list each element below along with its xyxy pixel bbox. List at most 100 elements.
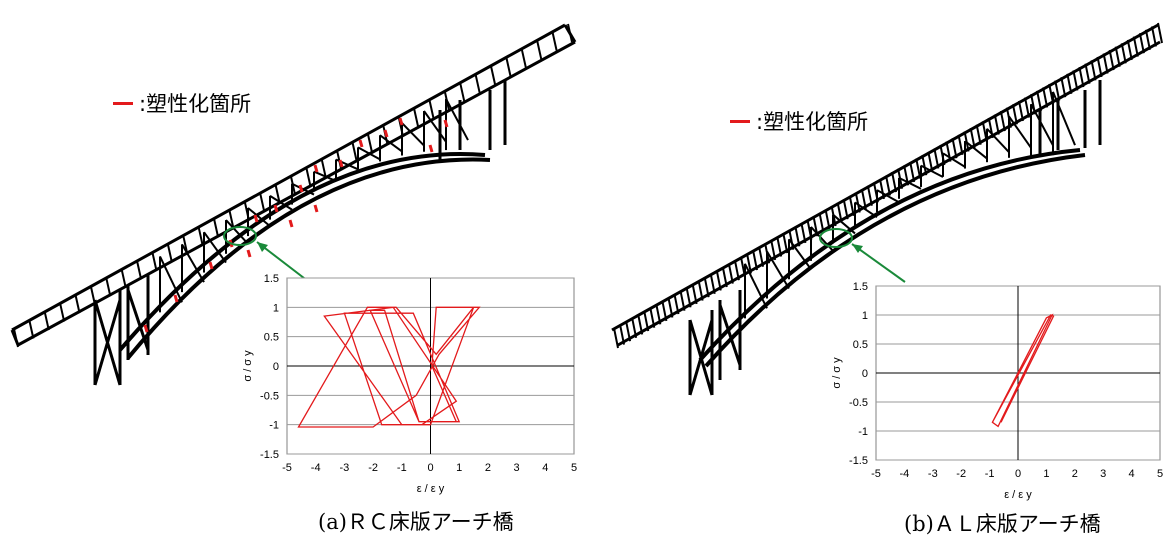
y-tick-label: 1: [862, 310, 868, 322]
deck-rib: [567, 23, 573, 43]
caption-right: (b)ＡＬ床版アーチ橋: [904, 512, 1101, 536]
x-tick-label: 3: [514, 462, 520, 474]
arch-strut: [423, 110, 447, 143]
deck-rib: [667, 297, 674, 318]
arch-strut: [291, 182, 315, 196]
plastic-mark: [383, 129, 389, 138]
y-axis-label: σ / σ y: [242, 350, 254, 382]
y-axis-label: σ / σ y: [831, 357, 843, 389]
deck-rib: [1054, 80, 1061, 101]
arch-strut: [920, 164, 944, 178]
deck-rib: [969, 127, 976, 149]
arch-strut: [247, 207, 271, 227]
deck-rib: [818, 212, 825, 233]
deck-rib: [259, 193, 266, 212]
deck-rib: [13, 328, 19, 348]
arch-strut: [964, 140, 988, 160]
x-tick-label: 2: [485, 462, 491, 474]
arch-strut: [1008, 115, 1032, 149]
arch-strut: [313, 170, 337, 182]
deck-rib: [933, 148, 940, 169]
deck-rib: [413, 108, 420, 127]
left-callout-circle: [223, 226, 257, 246]
deck-rib: [1114, 46, 1121, 67]
deck-rib: [551, 32, 558, 51]
plastic-mark: [288, 219, 294, 228]
deck-rib: [860, 188, 867, 210]
deck-rib: [758, 246, 765, 267]
left-deck-ribs: [13, 23, 573, 348]
y-tick-label: -1: [269, 420, 279, 432]
deck-rib: [655, 304, 662, 325]
arch-strut: [401, 122, 425, 147]
arch-strut: [269, 194, 293, 211]
deck-rib: [520, 49, 527, 68]
deck-rib: [1084, 63, 1091, 84]
legend-swatch-left: [113, 101, 133, 105]
deck-rib: [43, 311, 50, 331]
deck-rib: [166, 244, 173, 263]
x-tick-label: -5: [282, 462, 292, 474]
arch-strut: [766, 250, 790, 290]
x-tick-label: -2: [956, 468, 966, 480]
arch-strut: [379, 134, 403, 153]
deck-rib: [1072, 70, 1079, 91]
deck-rib: [1102, 53, 1109, 74]
caption-left: (a)ＲＣ床版アーチ橋: [318, 510, 514, 534]
deck-rib: [788, 229, 795, 250]
plastic-mark: [253, 214, 259, 223]
deck-rib: [631, 317, 638, 339]
deck-rib: [885, 175, 891, 196]
arch-strut: [1030, 103, 1054, 146]
y-tick-label: 1.5: [264, 273, 279, 285]
y-tick-label: 0.5: [853, 339, 868, 351]
deck-rib: [727, 263, 734, 284]
deck-rib: [721, 266, 728, 288]
deck-rib: [975, 124, 982, 145]
deck-rib: [776, 236, 783, 257]
deck-rib: [59, 303, 66, 322]
deck-rib: [1157, 22, 1163, 44]
legend-label-right: :塑性化箇所: [756, 110, 869, 134]
right-deck-ribs: [613, 22, 1163, 349]
plastic-mark: [313, 204, 319, 213]
y-tick-label: -1: [858, 426, 868, 438]
x-tick-label: -4: [900, 468, 910, 480]
deck-rib: [613, 327, 619, 349]
deck-rib: [1060, 77, 1067, 98]
arch-strut: [986, 128, 1010, 153]
deck-rib: [909, 161, 916, 183]
left-arch: [118, 152, 491, 360]
legend-swatch-right: [730, 119, 750, 123]
arch-strut: [357, 146, 381, 161]
deck-rib: [197, 227, 204, 246]
x-tick-label: -5: [871, 468, 881, 480]
right-arch-struts: [744, 91, 1076, 319]
plastic-mark: [208, 261, 214, 270]
deck-rib: [866, 185, 873, 206]
deck-rib: [428, 100, 435, 119]
deck-rib: [459, 83, 466, 102]
deck-rib: [999, 110, 1006, 132]
deck-rib: [649, 307, 656, 328]
x-tick-label: 1: [456, 462, 462, 474]
arch-strut: [832, 213, 856, 235]
left-arch-struts: [159, 98, 469, 313]
deck-rib: [703, 276, 710, 298]
x-tick-label: 3: [1100, 468, 1106, 480]
arch-strut: [445, 98, 469, 141]
right-callout-arrowhead: [852, 244, 863, 253]
deck-rib: [1096, 56, 1103, 78]
arch-strut: [876, 189, 900, 204]
deck-rib: [1138, 32, 1145, 54]
arch-strut: [225, 219, 249, 245]
arch-strut: [898, 176, 922, 190]
deck-rib: [637, 314, 644, 335]
deck-rib: [151, 252, 158, 271]
x-tick-label: -4: [311, 462, 321, 474]
deck-rib: [679, 290, 686, 311]
series-line: [297, 306, 481, 428]
plastic-mark: [358, 139, 364, 148]
